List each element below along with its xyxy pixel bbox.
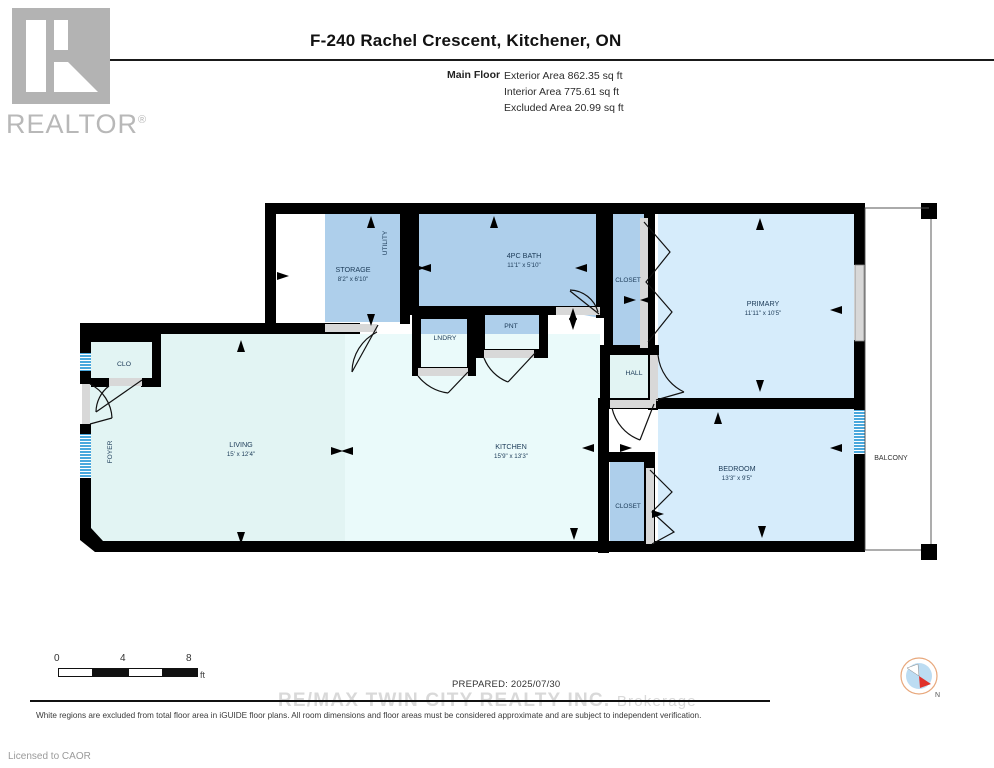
balcony-corner-marker-top <box>921 203 937 219</box>
room-dim-primary: 11'11" x 10'5" <box>745 310 781 317</box>
room-fill-storage <box>325 212 405 322</box>
room-label-hall: HALL <box>625 370 642 377</box>
room-dim-living: 15' x 12'4" <box>227 451 255 458</box>
room-fills <box>82 212 854 550</box>
room-label-clo: CLO <box>117 361 131 368</box>
room-label-bath: 4PC BATH <box>507 251 542 260</box>
page-title: F-240 Rachel Crescent, Kitchener, ON <box>310 31 622 50</box>
registered-mark: ® <box>138 114 148 126</box>
floor-label: Main Floor <box>447 69 501 81</box>
room-label-kitchen: KITCHEN <box>495 442 527 451</box>
scale-unit: ft <box>200 670 206 680</box>
realtor-logo: REALTOR® <box>6 6 146 139</box>
room-label-primary: PRIMARY <box>747 299 780 308</box>
balcony-region <box>864 203 937 560</box>
area-summary: Exterior Area 862.35 sq ft Interior Area… <box>504 68 624 116</box>
room-dim-bedroom: 13'3" x 9'5" <box>722 475 753 482</box>
room-fill-bath <box>418 212 568 312</box>
room-labels: STORAGE 8'2" x 6'10" UTILITY 4PC BATH 11… <box>107 230 908 510</box>
room-label-living: LIVING <box>229 440 253 449</box>
room-label-pantry: PNT <box>504 323 518 330</box>
realtor-wordmark-text: REALTOR <box>6 109 139 139</box>
room-fill-living <box>82 334 345 550</box>
exterior-area: Exterior Area 862.35 sq ft <box>504 70 623 82</box>
balcony-corner-marker-bottom <box>921 544 937 560</box>
window-foyer-upper[interactable] <box>80 353 91 371</box>
excluded-area: Excluded Area 20.99 sq ft <box>504 102 624 114</box>
excluded-region-top-left <box>275 212 325 322</box>
licensed-to: Licensed to CAOR <box>8 751 91 762</box>
windows <box>80 264 865 478</box>
compass-rose: N <box>900 657 940 699</box>
door-swings <box>82 218 685 545</box>
realtor-wordmark: REALTOR® <box>6 109 147 140</box>
room-label-laundry: LNDRY <box>434 335 457 342</box>
room-label-bedroom: BEDROOM <box>718 464 755 473</box>
dimension-arrows <box>237 216 842 544</box>
room-dim-kitchen: 15'9" x 13'3" <box>494 453 528 460</box>
room-label-balcony: BALCONY <box>874 455 908 462</box>
window-primary-east[interactable] <box>854 264 865 342</box>
room-label-utility: UTILITY <box>382 230 389 255</box>
room-fill-primary <box>658 212 854 402</box>
scale-segment-2 <box>93 668 128 677</box>
header-divider <box>110 59 994 61</box>
room-fill-kitchen <box>345 334 600 550</box>
room-fill-closet-bedroom <box>610 462 646 548</box>
room-dim-bath: 11'1" x 5'10" <box>507 262 540 269</box>
room-fill-closet-primary <box>612 212 644 352</box>
footer-divider <box>30 700 770 702</box>
interior-area: Interior Area 775.61 sq ft <box>504 86 619 98</box>
window-foyer-lower[interactable] <box>80 434 91 478</box>
room-label-closet-primary: CLOSET <box>615 277 641 284</box>
realtor-r-mark <box>12 8 110 104</box>
scale-tick-8: 8 <box>186 653 192 664</box>
room-label-closet-bedroom: CLOSET <box>615 503 641 510</box>
scale-segment-1 <box>58 668 93 677</box>
scale-segment-3 <box>128 668 163 677</box>
room-label-storage: STORAGE <box>335 265 370 274</box>
room-fill-bedroom <box>658 408 854 548</box>
scale-tick-4: 4 <box>120 653 126 664</box>
room-dim-storage: 8'2" x 6'10" <box>338 276 369 283</box>
prepared-date: PREPARED: 2025/07/30 <box>452 679 561 690</box>
scale-tick-0: 0 <box>54 653 60 664</box>
compass-north-label: N <box>935 692 940 699</box>
window-bedroom-east[interactable] <box>854 410 865 454</box>
scale-segment-4 <box>163 668 198 677</box>
disclaimer-text: White regions are excluded from total fl… <box>36 711 702 720</box>
room-label-foyer: FOYER <box>107 440 114 463</box>
